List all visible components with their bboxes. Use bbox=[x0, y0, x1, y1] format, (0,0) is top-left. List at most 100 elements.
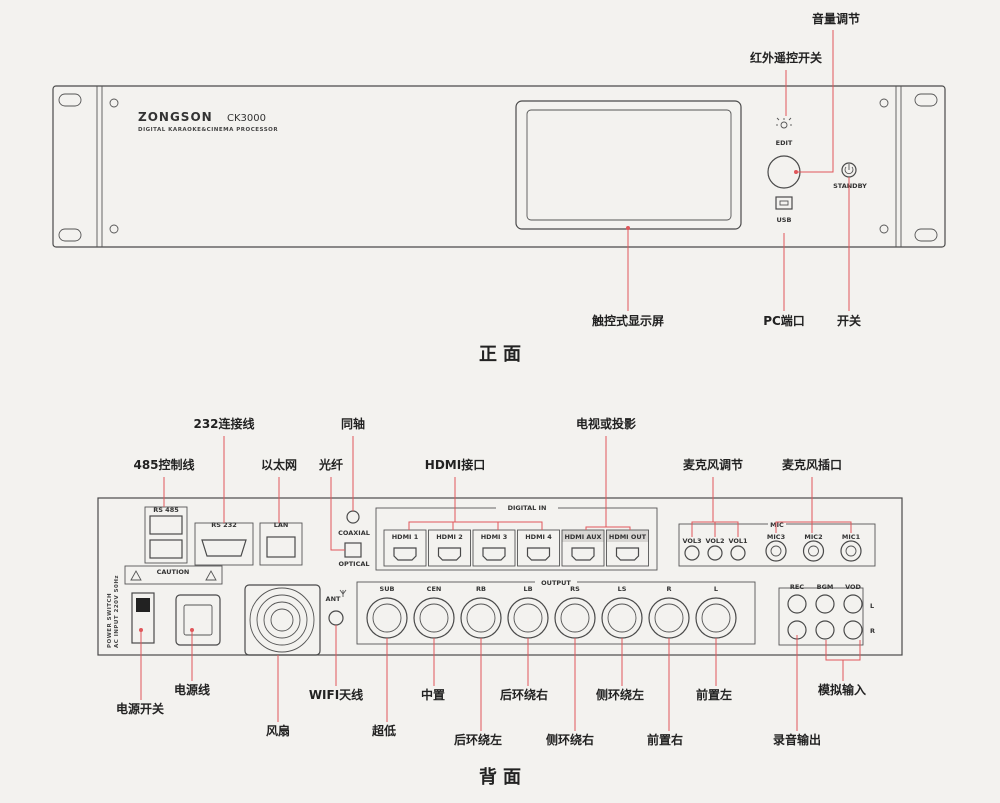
vol-label: VOL2 bbox=[705, 537, 724, 545]
callout-rear-right: 后环绕右 bbox=[500, 687, 548, 702]
rs232-port bbox=[201, 539, 247, 557]
callout-volume: 音量调节 bbox=[812, 11, 860, 26]
callout-power-cord: 电源线 bbox=[174, 682, 210, 697]
model-name: CK3000 bbox=[227, 113, 266, 124]
output-l: L bbox=[695, 585, 737, 639]
callout-coax: 同轴 bbox=[341, 416, 365, 431]
hdmi-port-hdmi-2: HDMI 2 bbox=[428, 529, 471, 567]
edit-label: EDIT bbox=[776, 139, 793, 147]
side-l-label: L bbox=[870, 602, 874, 610]
power-switch-text: POWER SWITCH bbox=[107, 593, 113, 648]
screw bbox=[109, 98, 119, 108]
callout-record-out: 录音输出 bbox=[773, 732, 821, 747]
analog-label: VOD bbox=[845, 583, 861, 591]
caution-label-box bbox=[124, 565, 223, 585]
analog-label: BGM bbox=[817, 583, 834, 591]
callout-center: 中置 bbox=[421, 687, 445, 702]
knob-vol3[interactable]: VOL3 bbox=[682, 537, 702, 561]
hdmi-port-hdmi-3: HDMI 3 bbox=[472, 529, 516, 567]
hdmi-port-hdmi-1: HDMI 1 bbox=[383, 529, 427, 567]
callout-hdmi: HDMI接口 bbox=[425, 457, 485, 472]
output-label: OUTPUT bbox=[541, 579, 571, 587]
power-icon bbox=[844, 166, 854, 175]
rca-rec: REC bbox=[787, 583, 807, 640]
coaxial-port bbox=[346, 510, 360, 524]
output-ls: LS bbox=[601, 585, 643, 639]
touch-screen bbox=[515, 100, 742, 230]
callout-mic-adjust: 麦克风调节 bbox=[683, 457, 743, 472]
callout-mic-jack: 麦克风插口 bbox=[782, 457, 842, 472]
callout-tv: 电视或投影 bbox=[576, 416, 636, 431]
output-r: R bbox=[648, 585, 690, 639]
hdmi-label: HDMI 4 bbox=[525, 533, 552, 541]
callout-485: 485控制线 bbox=[133, 457, 194, 472]
ir-sensor bbox=[780, 121, 788, 129]
callout-ethernet: 以太网 bbox=[261, 457, 297, 472]
usb-port bbox=[775, 196, 793, 210]
callout-ir-switch: 红外遥控开关 bbox=[750, 50, 822, 65]
ac-input-text: AC INPUT 220V 50Hz bbox=[114, 575, 120, 648]
output-lb: LB bbox=[507, 585, 549, 639]
output-port-label: RS bbox=[570, 585, 580, 593]
knob-vol2[interactable]: VOL2 bbox=[705, 537, 725, 561]
front-callouts: 音量调节 红外遥控开关 触控式显示屏 PC端口 开关 bbox=[592, 11, 861, 328]
power-switch[interactable] bbox=[131, 592, 155, 644]
mic-label: MIC2 bbox=[804, 533, 822, 541]
screw bbox=[879, 224, 889, 234]
front-chassis bbox=[52, 85, 946, 248]
rs232-label: RS 232 bbox=[211, 521, 237, 529]
rack-slot bbox=[58, 93, 82, 107]
ant-label: ANT bbox=[326, 595, 341, 603]
vol-label: VOL1 bbox=[728, 537, 748, 545]
caption-back: 背面 bbox=[479, 766, 527, 788]
brand-name: ZONGSON bbox=[138, 110, 213, 124]
callout-side-left: 侧环绕左 bbox=[596, 687, 644, 702]
analog-group bbox=[778, 587, 864, 646]
side-r-label: R bbox=[870, 627, 875, 635]
mic-label: MIC3 bbox=[767, 533, 785, 541]
analog-row: REC BGM VOD bbox=[787, 583, 863, 640]
rs485-group bbox=[144, 506, 188, 564]
lan-label: LAN bbox=[274, 521, 289, 529]
output-port-label: RB bbox=[476, 585, 486, 593]
digital-in-label: DIGITAL IN bbox=[508, 504, 547, 512]
rca-vod: VOD bbox=[843, 583, 863, 640]
back-chassis bbox=[97, 497, 903, 656]
mic-row: MIC3 MIC2 MIC1 bbox=[765, 533, 862, 562]
output-port-label: CEN bbox=[427, 585, 442, 593]
knob-vol1[interactable]: VOL1 bbox=[728, 537, 748, 561]
output-cen: CEN bbox=[413, 585, 455, 639]
callout-front-left: 前置左 bbox=[696, 687, 732, 702]
hdmi-label: HDMI 3 bbox=[481, 533, 508, 541]
rs485-port-1 bbox=[149, 515, 183, 535]
hdmi-label: HDMI 1 bbox=[392, 533, 419, 541]
optical-port bbox=[344, 542, 362, 558]
rca-bgm: BGM bbox=[815, 583, 835, 640]
callout-pc-port: PC端口 bbox=[763, 313, 805, 328]
rack-slot bbox=[58, 228, 82, 242]
callout-analog-in: 模拟输入 bbox=[818, 682, 866, 697]
callout-sub: 超低 bbox=[371, 723, 396, 738]
lan-group bbox=[259, 522, 303, 566]
mic-group-label: MIC bbox=[770, 521, 784, 529]
antenna-port bbox=[328, 610, 344, 626]
hdmi-port-hdmi-out: HDMI OUT bbox=[606, 529, 649, 567]
output-rb: RB bbox=[460, 585, 502, 639]
caution-label: CAUTION bbox=[157, 568, 190, 576]
coaxial-label: COAXIAL bbox=[338, 529, 370, 537]
callout-232: 232连接线 bbox=[193, 416, 254, 431]
jack-mic1: MIC1 bbox=[840, 533, 862, 562]
usb-label: USB bbox=[777, 216, 792, 224]
callout-side-right: 侧环绕右 bbox=[546, 732, 594, 747]
callout-fan: 风扇 bbox=[266, 723, 290, 738]
back-panel: RS 485 RS 232 LAN COAXIAL OPTICAL DIGITA… bbox=[97, 497, 903, 656]
analog-label: REC bbox=[790, 583, 804, 591]
touch-screen-inner bbox=[526, 109, 732, 221]
output-sub: SUB bbox=[366, 585, 408, 639]
screw bbox=[109, 224, 119, 234]
callout-front-right: 前置右 bbox=[647, 732, 683, 747]
